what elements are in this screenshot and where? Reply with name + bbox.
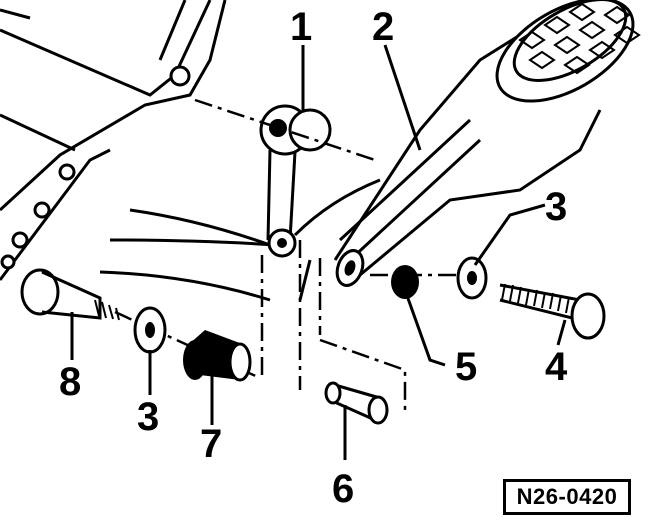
callout-labels: 1 2 3 4 5 6 7 3 8: [59, 5, 568, 511]
callout-3-lower: 3: [137, 395, 159, 439]
reference-code: N26-0420: [516, 484, 618, 509]
bushing-part-5: [391, 265, 419, 299]
callout-4: 4: [545, 345, 568, 389]
bolt-part-8: [20, 268, 120, 321]
leader-lines: [70, 44, 567, 460]
callout-7: 7: [200, 422, 222, 466]
callout-2: 2: [372, 5, 394, 49]
pin-part-6: [324, 381, 389, 425]
washer-part-3-lower: [133, 306, 167, 354]
bolt-part-4: [499, 283, 606, 340]
washer-part-3-upper: [456, 256, 488, 300]
callout-3-upper: 3: [545, 185, 567, 229]
pedal-body: [99, 178, 381, 302]
frame-bracket: [0, 0, 227, 281]
reference-code-box: N26-0420: [503, 479, 631, 515]
callout-6: 6: [332, 467, 354, 511]
bushing-part-7: [183, 330, 252, 382]
callout-1: 1: [290, 5, 312, 49]
callout-8: 8: [59, 360, 81, 404]
pedal-pad-texture: [518, 2, 641, 75]
pedal-lever: [333, 0, 641, 287]
callout-5: 5: [455, 345, 477, 389]
